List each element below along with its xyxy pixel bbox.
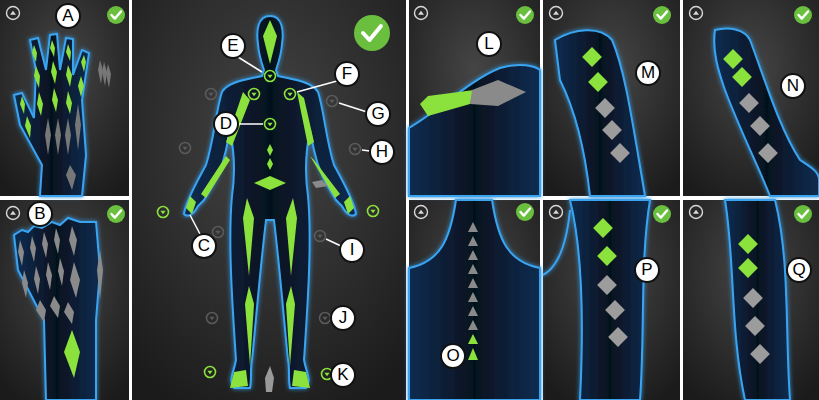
- callout-letter: Q: [786, 257, 812, 283]
- callout-letter: N: [780, 73, 806, 99]
- callout-letter: E: [220, 33, 246, 59]
- callout-letter: C: [191, 233, 217, 259]
- callout-letter: G: [365, 101, 391, 127]
- callout-letter: M: [635, 60, 661, 86]
- callout-letter: O: [440, 343, 466, 369]
- callout-letter: J: [330, 305, 356, 331]
- callout-letter: P: [634, 257, 660, 283]
- callout-letter: L: [476, 31, 502, 57]
- callout-letter: K: [330, 362, 356, 388]
- callout-letter: H: [369, 139, 395, 165]
- callout-letter: A: [55, 3, 81, 29]
- callout-letter: F: [334, 61, 360, 87]
- callout-letter: D: [213, 111, 239, 137]
- callout-letter: B: [27, 201, 53, 227]
- callout-letter: I: [339, 237, 365, 263]
